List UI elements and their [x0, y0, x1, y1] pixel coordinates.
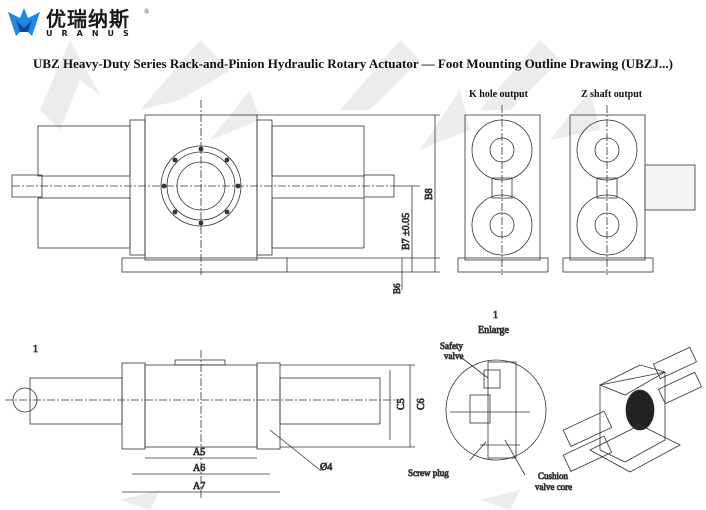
dim-a6: A6 [193, 463, 205, 474]
brand-logo: 优瑞纳斯 URANUS ® [6, 6, 149, 40]
dim-b6: B6 [392, 283, 402, 294]
uranus-logo-icon [8, 8, 40, 36]
front-view [11, 100, 440, 290]
screw-plug-label: Screw plug [408, 468, 449, 478]
cushion-valve-label: Cushion [538, 471, 569, 481]
dim-a5: A5 [193, 447, 205, 458]
page-title: UBZ Heavy-Duty Series Rack-and-Pinion Hy… [32, 56, 673, 71]
brand-name-en: URANUS [46, 28, 138, 38]
dim-a7: A7 [193, 481, 205, 492]
dim-c5: C5 [396, 398, 407, 410]
brand-name-cn: 优瑞纳斯 [46, 6, 130, 31]
dim-b8: B8 [424, 188, 435, 200]
cushion-valve-label-2: valve core [535, 482, 572, 492]
k-hole-view-label: K hole output [469, 89, 528, 100]
z-shaft-view [562, 105, 696, 275]
safety-valve-label: Safety [440, 341, 463, 351]
detail-enlarge-label: Enlarge [478, 325, 509, 336]
top-view [5, 350, 415, 500]
isometric-view [562, 346, 703, 473]
registered-mark: ® [144, 8, 150, 16]
safety-valve-label-2: valve [444, 351, 464, 361]
dim-b7: B7 ±0.05 [401, 213, 412, 250]
k-hole-view [457, 105, 549, 275]
detail-enlarge [445, 354, 547, 476]
detail-ref: 1 [493, 310, 498, 321]
z-shaft-view-label: Z shaft output [581, 89, 643, 100]
dim-c6: C6 [416, 398, 427, 410]
dim-phi4: Ø4 [320, 462, 332, 473]
detail-ref-left: 1 [33, 344, 38, 355]
